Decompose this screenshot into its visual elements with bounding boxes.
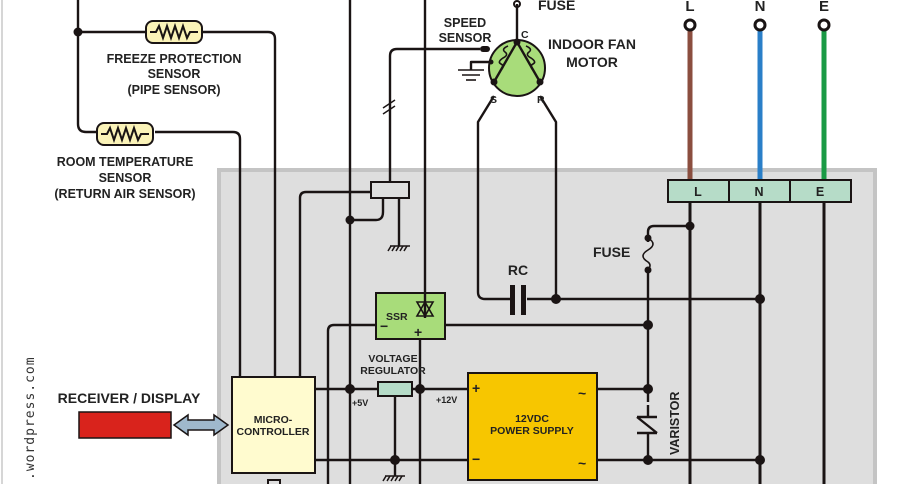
neutral-terminal-icon <box>753 18 767 32</box>
psu-label-1: 12VDC <box>515 413 549 425</box>
run-capacitor-label: RC <box>508 262 528 278</box>
terminal-c-label: C <box>521 29 529 41</box>
mains-e-label: E <box>819 0 829 15</box>
indoor-fan-motor <box>458 0 546 97</box>
speed-sensor-label-2: SENSOR <box>439 31 492 45</box>
solid-state-relay <box>375 292 446 340</box>
mains-l-label: L <box>685 0 694 15</box>
speed-sensor-label-1: SPEED <box>444 16 486 30</box>
ssr-minus-label: − <box>380 318 388 334</box>
motor-label-2: MOTOR <box>566 54 618 70</box>
watermark: .wordpress.com <box>23 356 38 480</box>
fuse-terminal-icon <box>513 0 521 8</box>
receiver-display-label: RECEIVER / DISPLAY <box>58 390 201 406</box>
room-temperature-sensor <box>96 122 154 146</box>
rail-12v-label: +12V <box>436 395 457 405</box>
rail-5v-label: +5V <box>352 398 368 408</box>
freeze-sensor-label-2: SENSOR <box>148 67 201 81</box>
terminal-block <box>667 179 852 203</box>
live-terminal-icon <box>683 18 697 32</box>
regulator-label-1: VOLTAGE <box>368 353 417 365</box>
mains-n-label: N <box>755 0 766 15</box>
board-fuse-label: FUSE <box>593 244 630 260</box>
terminal-n-label: N <box>754 185 763 199</box>
terminal-l-label: L <box>694 185 702 199</box>
freeze-sensor-label-3: (PIPE SENSOR) <box>127 83 220 97</box>
sensor-wiring <box>73 0 277 380</box>
microcontroller-label-2: CONTROLLER <box>237 426 310 438</box>
power-supply <box>467 372 598 481</box>
terminal-s-label: S <box>490 94 497 106</box>
mains-inputs <box>683 18 831 180</box>
speed-sensor-interface <box>370 181 410 199</box>
run-capacitor <box>510 285 526 315</box>
ssr-plus-label: + <box>414 324 422 340</box>
microcontroller <box>231 376 316 474</box>
varistor-label: VARISTOR <box>668 392 682 455</box>
terminal-e-label: E <box>816 185 824 199</box>
earth-terminal-icon <box>817 18 831 32</box>
resistor-symbol-icon <box>101 124 149 144</box>
microcontroller-label-1: MICRO- <box>254 414 293 426</box>
psu-label-2: POWER SUPPLY <box>490 425 574 437</box>
voltage-regulator <box>377 381 413 397</box>
freeze-protection-sensor <box>145 20 203 44</box>
psu-ac-in-icon: ~ <box>578 385 586 401</box>
junction-dot <box>73 27 83 37</box>
ssr-label: SSR <box>386 311 408 323</box>
freeze-sensor-label-1: FREEZE PROTECTION <box>107 52 242 66</box>
psu-minus-label: − <box>472 451 480 467</box>
resistor-symbol-icon <box>150 22 198 42</box>
coil-icon <box>498 45 509 71</box>
motor-fuse-label: FUSE <box>538 0 575 13</box>
ground-icon <box>382 475 405 482</box>
psu-plus-label: + <box>472 380 480 396</box>
room-sensor-label-2: SENSOR <box>99 171 152 185</box>
regulator-label-2: REGULATOR <box>360 365 426 377</box>
psu-ac-in-icon: ~ <box>578 455 586 471</box>
coil-icon <box>525 45 536 71</box>
bidirectional-arrow-icon <box>172 413 230 437</box>
varistor <box>636 402 658 444</box>
room-sensor-label-3: (RETURN AIR SENSOR) <box>54 187 195 201</box>
terminal-r-label: R <box>537 94 545 106</box>
ground-icon <box>387 245 410 252</box>
room-sensor-label-1: ROOM TEMPERATURE <box>57 155 194 169</box>
receiver-display <box>78 411 172 439</box>
board-fuse <box>642 234 654 274</box>
board-wiring <box>267 0 826 484</box>
motor-label-1: INDOOR FAN <box>548 36 636 52</box>
